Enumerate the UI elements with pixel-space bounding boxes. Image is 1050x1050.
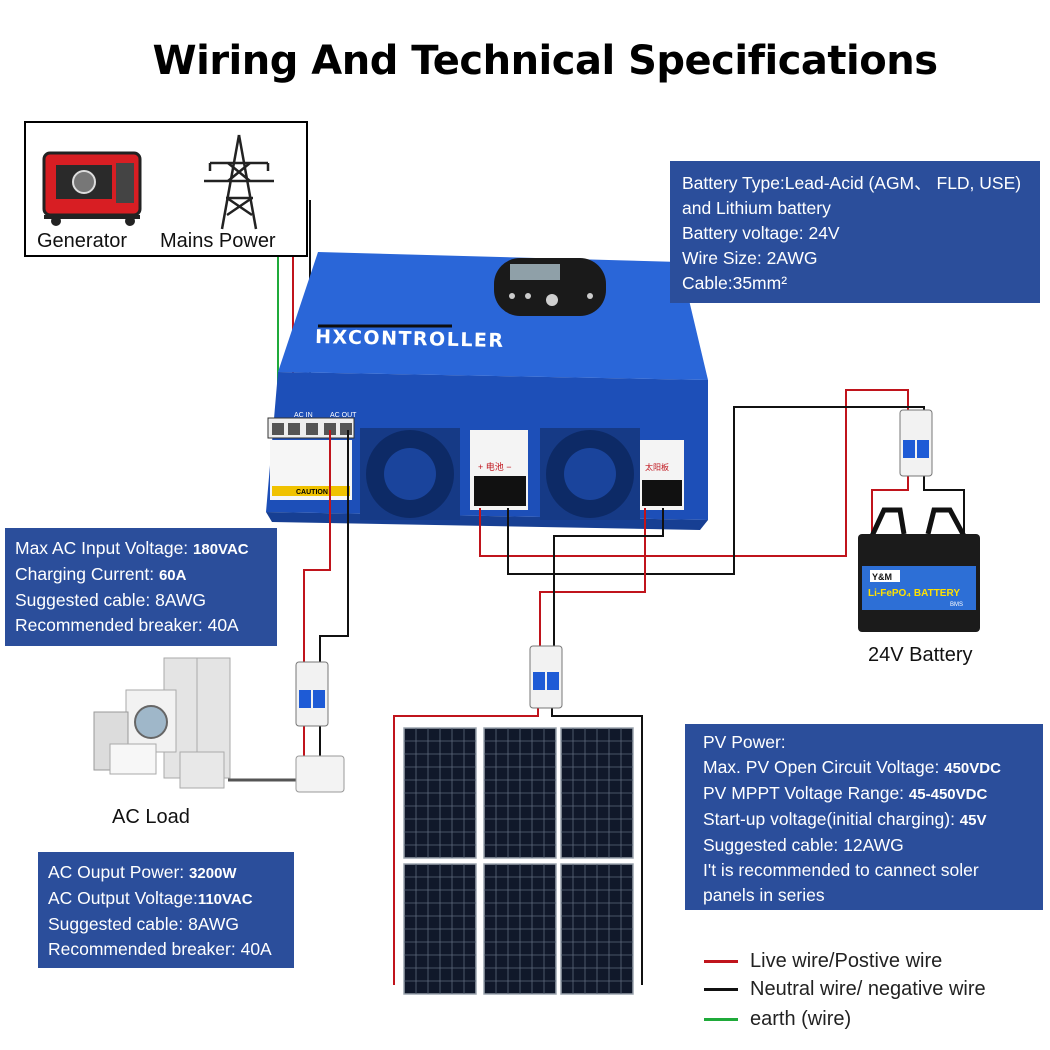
legend-earth-text: earth (wire) (750, 1007, 852, 1030)
solar-panel (560, 863, 634, 995)
max-ac-input-label: Max AC Input Voltage: (15, 538, 194, 558)
power-tower-icon (204, 134, 274, 230)
pv-spec-panel: PV Power: Max. PV Open Circuit Voltage: … (685, 724, 1043, 910)
solar-panel (403, 727, 477, 859)
caution-text: CAUTION (296, 489, 328, 496)
pv-wires (393, 508, 664, 985)
pv-terminal-label: 太阳板 (645, 462, 669, 472)
ac-output-voltage-label: AC Output Voltage: (48, 888, 198, 908)
generator-icon (42, 151, 142, 226)
ac-input-spec-line-3: Suggested cable: 8AWG (15, 590, 206, 610)
pv-breaker (529, 645, 563, 709)
battery-spec-panel: Battery Type:Lead-Acid (AGM、 FLD, USE) a… (670, 161, 1040, 303)
pv-spec-line-1: PV Power: (703, 732, 786, 752)
battery-breaker (899, 409, 933, 477)
solar-panel (403, 863, 477, 995)
battery-spec-line-5: Cable:35mm² (682, 273, 788, 293)
solar-panel-array (403, 727, 634, 995)
cooling-fan-right (540, 428, 640, 520)
battery-terminals (474, 476, 526, 506)
legend-earth-swatch (704, 1017, 738, 1021)
legend-earth: earth (wire) (704, 1006, 851, 1032)
ac-output-spec-line-3: Suggested cable: 8AWG (48, 914, 239, 934)
battery-spec-line-3: Battery voltage: 24V (682, 223, 840, 243)
max-ac-input-value: 180VAC (193, 541, 249, 558)
generator-label: Generator (37, 230, 128, 252)
mains-power-label: Mains Power (160, 230, 276, 252)
battery-label: 24V Battery (868, 644, 973, 666)
wire-legend: Live wire/Postive wire Neutral wire/ neg… (704, 948, 1044, 1038)
charging-current-label: Charging Current: (15, 564, 159, 584)
battery-spec-line-4: Wire Size: 2AWG (682, 248, 818, 268)
ac-input-spec-panel: Max AC Input Voltage: 180VAC Charging Cu… (5, 528, 277, 646)
ac-output-breaker (295, 661, 329, 727)
lithium-battery: Y&M Li-FePO₄ BATTERY BMS (858, 507, 980, 632)
battery-spec-line-2: and Lithium battery (682, 198, 831, 218)
pv-startup-voltage-value: 45V (959, 812, 987, 829)
ac-load-label: AC Load (112, 806, 190, 828)
ac-output-power-value: 3200W (189, 865, 237, 882)
legend-live: Live wire/Postive wire (704, 948, 942, 974)
pv-open-circuit-label: Max. PV Open Circuit Voltage: (703, 757, 945, 777)
ac-output-spec-line-1: AC Ouput Power: 3200W (48, 860, 284, 886)
solar-panel (560, 727, 634, 859)
pv-terminals (642, 480, 682, 506)
ac-socket (295, 755, 345, 793)
battery-wires (479, 389, 965, 575)
pv-spec-line-2: Max. PV Open Circuit Voltage: 450VDC (703, 755, 1025, 781)
legend-live-swatch (704, 959, 738, 963)
charging-current-value: 60A (158, 567, 187, 584)
legend-neutral: Neutral wire/ negative wire (704, 976, 986, 1002)
battery-tag: BMS (950, 602, 963, 608)
legend-neutral-text: Neutral wire/ negative wire (750, 977, 986, 1000)
ac-load-appliances (93, 657, 231, 789)
pv-startup-voltage-label: Start-up voltage(initial charging): (703, 809, 960, 829)
legend-neutral-swatch (704, 987, 738, 991)
pv-spec-line-6: I't is recommended to cannect soler (703, 860, 979, 880)
hybrid-inverter: HXCONTROLLER AC IN AC OUT CAUTION + 电池 −… (266, 252, 708, 530)
ac-input-spec-line-2: Charging Current: 60A (15, 562, 267, 588)
ac-input-spec-line-1: Max AC Input Voltage: 180VAC (15, 536, 267, 562)
cooling-fan-left (360, 428, 460, 520)
ac-output-voltage-value: 110VAC (197, 891, 253, 908)
pv-spec-line-3: PV MPPT Voltage Range: 45-450VDC (703, 781, 1025, 807)
ac-source-box: Generator Mains Power (24, 121, 308, 257)
pv-open-circuit-value: 450VDC (944, 760, 1001, 777)
battery-spec-line-1: Battery Type:Lead-Acid (AGM、 FLD, USE) (682, 173, 1022, 193)
source-icons (42, 134, 274, 230)
pv-spec-line-7: panels in series (703, 885, 825, 905)
ac-output-wires (228, 430, 349, 782)
pv-mppt-range-value: 45-450VDC (908, 786, 988, 803)
battery-product: Li-FePO₄ BATTERY (868, 588, 960, 599)
pv-spec-line-5: Suggested cable: 12AWG (703, 835, 904, 855)
ac-output-spec-panel: AC Ouput Power: 3200W AC Output Voltage:… (38, 852, 294, 968)
pv-spec-line-4: Start-up voltage(initial charging): 45V (703, 807, 1025, 833)
battery-terminal-label: + 电池 − (478, 461, 512, 472)
pv-mppt-range-label: PV MPPT Voltage Range: (703, 783, 909, 803)
lcd-screen (510, 264, 560, 280)
solar-panel (483, 727, 557, 859)
ac-output-power-label: AC Ouput Power: (48, 862, 190, 882)
ac-out-label: AC OUT (330, 412, 357, 419)
solar-panel (483, 863, 557, 995)
page-title: Wiring And Technical Specifications (152, 38, 938, 84)
battery-brand: Y&M (872, 572, 892, 582)
controller-brand: HXCONTROLLER (315, 326, 505, 352)
ac-output-spec-line-2: AC Output Voltage:110VAC (48, 886, 284, 912)
ac-in-label: AC IN (294, 412, 313, 419)
ac-input-spec-line-4: Recommended breaker: 40A (15, 615, 239, 635)
ac-output-spec-line-4: Recommended breaker: 40A (48, 939, 272, 959)
legend-live-text: Live wire/Postive wire (750, 949, 943, 972)
